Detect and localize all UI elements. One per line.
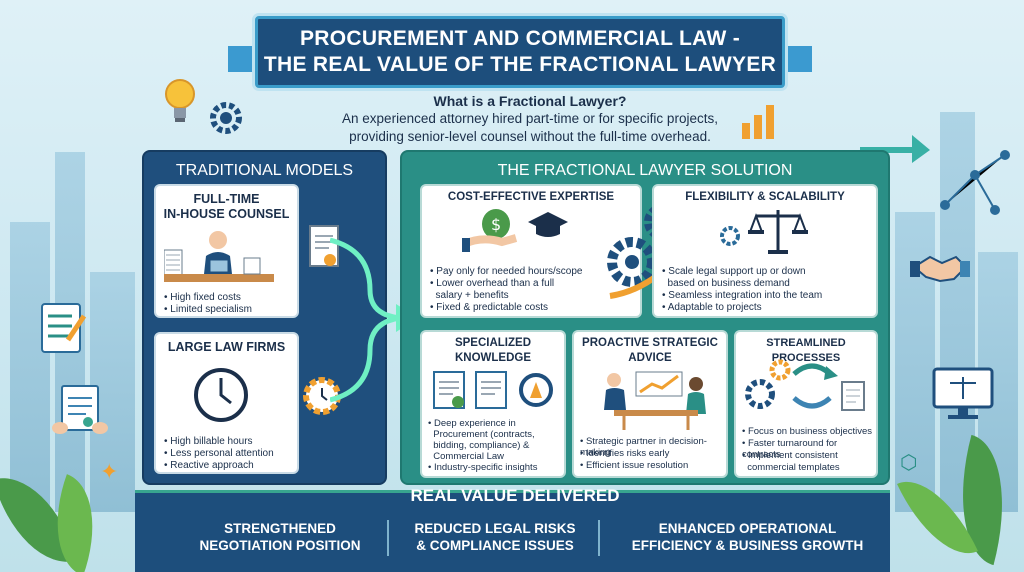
fractional-solution-panel: THE FRACTIONAL LAWYER SOLUTION COST-EFFE… [400, 150, 890, 485]
lightbulb-icon [162, 78, 198, 126]
lawfirms-title: LARGE LAW FIRMS [167, 340, 286, 354]
fractional-heading: THE FRACTIONAL LAWYER SOLUTION [497, 162, 793, 179]
contract-icon [306, 224, 342, 272]
value-line2: NEGOTIATION POSITION [199, 538, 361, 553]
special-bullet: bidding, compliance) & [428, 440, 530, 451]
process-flow-icon [742, 354, 874, 418]
streamlined-processes-card: STREAMLINED PROCESSES • Focus on busines… [734, 330, 878, 478]
network-nodes-icon [935, 135, 1015, 225]
graduation-cap-icon [526, 210, 570, 242]
money-hand-icon: $ [462, 206, 522, 254]
definition-question: What is a Fractional Lawyer? [433, 93, 627, 109]
monitor-scales-icon [930, 365, 996, 421]
stream-bullet: • Faster turnaround for contracts [742, 438, 838, 460]
value-line2: EFFICIENCY & BUSINESS GROWTH [631, 538, 864, 553]
cost-bullet: • Lower overhead than a full [430, 278, 555, 289]
cost-bullet: • Pay only for needed hours/scope [430, 266, 583, 277]
value-line1: ENHANCED OPERATIONAL [658, 521, 837, 536]
proactive-title-line1: PROACTIVE STRATEGIC [582, 337, 718, 349]
inhouse-bullet: • Limited specialism [164, 304, 252, 315]
cost-bullet: • Fixed & predictable costs [430, 302, 548, 313]
real-value-heading: REAL VALUE DELIVERED [410, 486, 620, 505]
flex-bullet: • Scale legal support up or down [662, 266, 806, 277]
proactive-bullet: • Strategic partner in decision-making [580, 436, 707, 458]
title-line2: THE REAL VALUE OF THE FRACTIONAL LAWYER [263, 53, 777, 76]
stream-bullet: commercial templates [742, 462, 840, 473]
growth-arrow-icon [860, 125, 930, 165]
value-item-risks: REDUCED LEGAL RISKS & COMPLIANCE ISSUES [395, 520, 595, 554]
cost-bullet: salary + benefits [430, 290, 509, 301]
specialized-knowledge-card: SPECIALIZED KNOWLEDGE • Deep experience … [420, 330, 566, 478]
stream-bullet: • Implement consistent [742, 450, 838, 461]
traditional-models-panel: TRADITIONAL MODELS FULL-TIME IN-HOUSE CO… [142, 150, 387, 485]
lawfirms-bullet: • Less personal attention [164, 448, 274, 459]
special-title-line2: KNOWLEDGE [454, 352, 532, 364]
gear-icon [206, 98, 246, 138]
inhouse-title-line1: FULL-TIME [193, 192, 260, 206]
inhouse-title-line2: IN-HOUSE COUNSEL [163, 207, 290, 221]
clock-icon [192, 366, 250, 424]
handshake-icon [910, 245, 970, 290]
flex-bullet: • Seamless integration into the team [662, 290, 823, 301]
document-hands-icon [50, 380, 110, 440]
definition: What is a Fractional Lawyer? An experien… [290, 93, 770, 145]
special-bullet: • Deep experience in [428, 418, 516, 429]
value-line2: & COMPLIANCE ISSUES [416, 538, 574, 553]
hexagon-icon: ⬡ [900, 450, 918, 474]
real-value-band [135, 490, 890, 572]
inhouse-counsel-card: FULL-TIME IN-HOUSE COUNSEL • High fixed … [154, 184, 299, 318]
value-divider [387, 520, 389, 556]
title-banner: PROCUREMENT AND COMMERCIAL LAW - THE REA… [255, 16, 785, 88]
lawfirms-bullet: • Reactive approach [164, 460, 254, 471]
definition-answer-line1: An experienced attorney hired part-time … [342, 111, 718, 126]
special-bullet: • Industry-specific insights [428, 462, 538, 473]
value-item-efficiency: ENHANCED OPERATIONAL EFFICIENCY & BUSINE… [605, 520, 890, 554]
value-line1: STRENGTHENED [224, 521, 336, 536]
special-title-line1: SPECIALIZED [454, 337, 532, 349]
stream-title: STREAMLINED PROCESSES [766, 337, 846, 364]
flexibility-card: FLEXIBILITY & SCALABILITY • Scale legal … [652, 184, 878, 318]
proactive-advice-card: PROACTIVE STRATEGIC ADVICE • Strategic p… [572, 330, 728, 478]
scales-icon [720, 206, 820, 256]
proactive-title-line2: ADVICE [628, 352, 672, 364]
title-line1: PROCUREMENT AND COMMERCIAL LAW - [299, 27, 741, 50]
cost-effective-card: COST-EFFECTIVE EXPERTISE $ • Pay only fo… [420, 184, 642, 318]
definition-answer-line2: providing senior-level counsel without t… [349, 129, 711, 144]
large-law-firms-card: LARGE LAW FIRMS • High billable hours • … [154, 332, 299, 474]
proactive-bullet: • Identifies risks early [580, 448, 670, 459]
stream-bullet: • Focus on business objectives [742, 426, 873, 437]
special-bullet: Commercial Law [428, 451, 505, 462]
value-line1: REDUCED LEGAL RISKS [414, 521, 576, 536]
bar-chart-icon [738, 95, 788, 140]
documents-compass-icon [432, 368, 558, 412]
flex-title: FLEXIBILITY & SCALABILITY [685, 191, 845, 203]
value-divider [598, 520, 600, 556]
inhouse-bullet: • High fixed costs [164, 292, 241, 303]
value-item-negotiation: STRENGTHENED NEGOTIATION POSITION [180, 520, 380, 554]
meeting-icon [584, 366, 720, 432]
proactive-bullet: • Efficient issue resolution [580, 460, 689, 471]
traditional-heading: TRADITIONAL MODELS [175, 162, 354, 179]
special-bullet: Procurement (contracts, [428, 429, 535, 440]
cost-title: COST-EFFECTIVE EXPERTISE [447, 191, 615, 203]
svg-text:$: $ [491, 215, 501, 234]
sparkle-icon: ✦ [100, 460, 119, 485]
flex-bullet: • Adaptable to projects [662, 302, 762, 313]
lawfirms-bullet: • High billable hours [164, 436, 253, 447]
checklist-icon [40, 300, 90, 356]
office-desk-icon [163, 228, 289, 286]
flex-bullet: based on business demand [662, 278, 790, 289]
